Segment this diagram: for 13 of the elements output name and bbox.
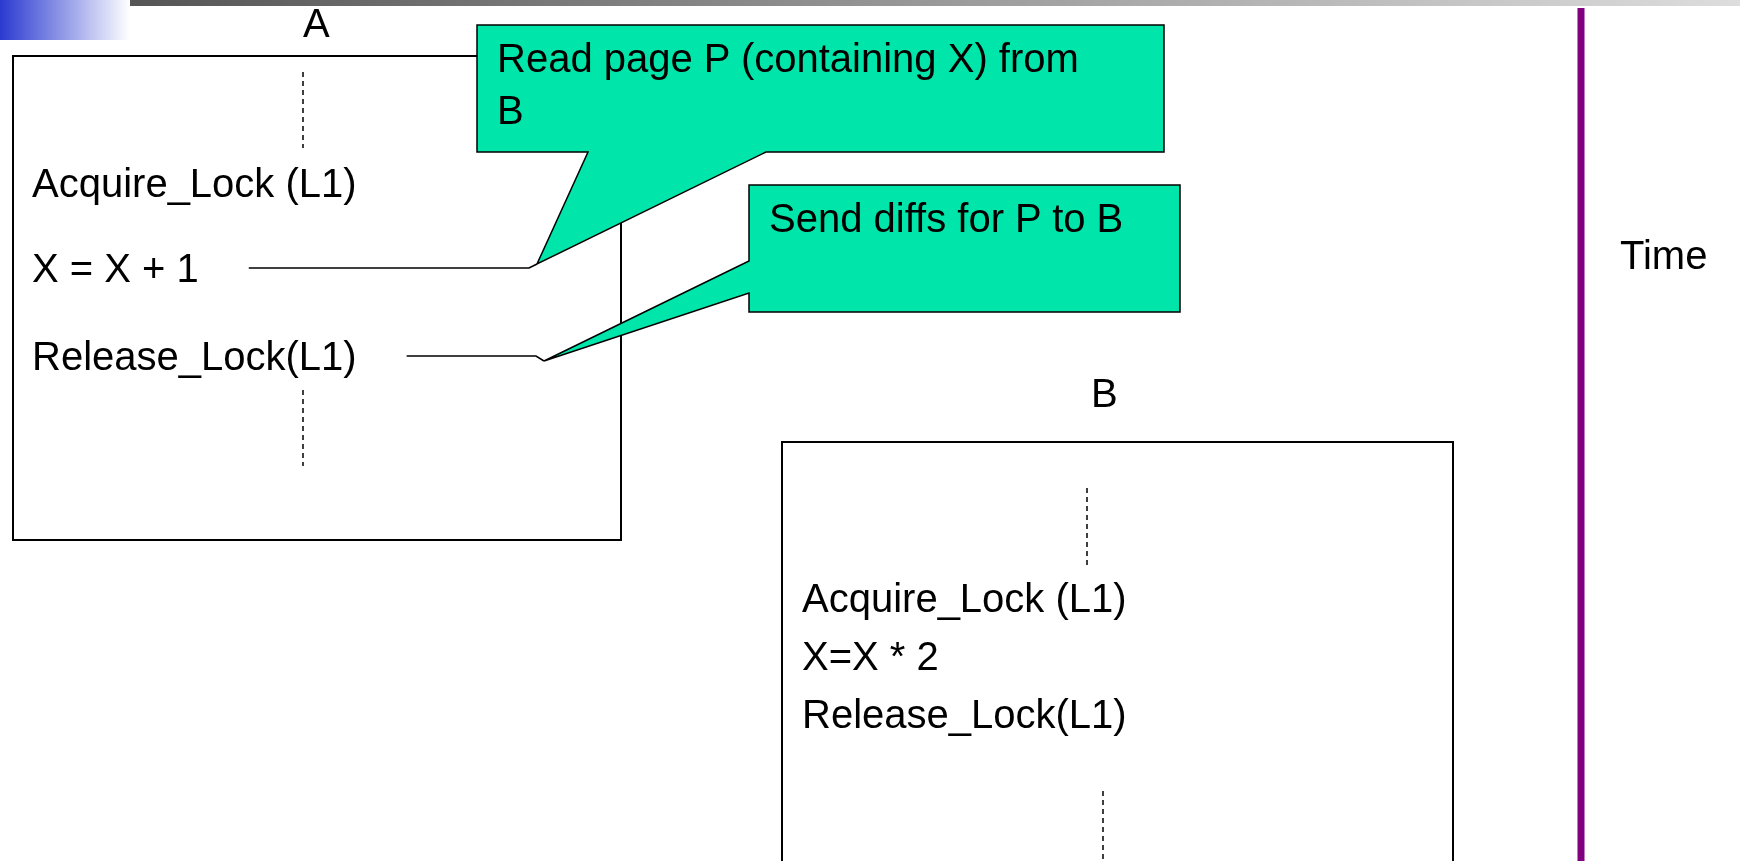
code-line: Release_Lock(L1) bbox=[32, 333, 357, 379]
callout-text: Send diffs for P to B bbox=[769, 195, 1125, 242]
callout-text: Read page P (containing X) from B bbox=[497, 35, 1080, 134]
code-line: X = X + 1 bbox=[32, 245, 199, 291]
code-line: Release_Lock(L1) bbox=[802, 691, 1127, 737]
leader-line bbox=[248, 263, 538, 269]
code-line: X=X * 2 bbox=[802, 633, 939, 679]
process-label: B bbox=[1091, 370, 1118, 416]
process-label: A bbox=[303, 0, 330, 46]
code-line: Acquire_Lock (L1) bbox=[802, 575, 1127, 621]
leader-line bbox=[405, 355, 545, 362]
axis-label: Time bbox=[1620, 232, 1708, 278]
code-line: Acquire_Lock (L1) bbox=[32, 160, 357, 206]
